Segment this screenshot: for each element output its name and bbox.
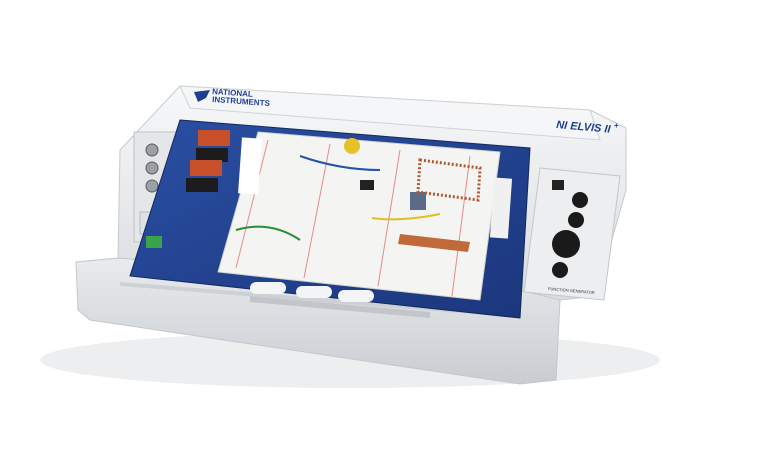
- front-groove-1: [120, 282, 520, 318]
- product-superscript: +: [614, 121, 619, 130]
- ic-chip: [360, 180, 374, 190]
- resistor-array-1: [416, 158, 482, 202]
- knob-small-3: [552, 262, 568, 278]
- eagle-mark-icon: [194, 90, 210, 102]
- jumper-wire-3: [299, 155, 381, 171]
- board-cutout-1: [250, 282, 286, 294]
- seven-segment-display: [410, 192, 426, 210]
- power-switch: [552, 180, 564, 190]
- knob-small-1: [572, 192, 588, 208]
- board-cutout-3: [338, 290, 374, 302]
- prototyping-board: [129, 119, 531, 319]
- product-title: NI ELVIS II +: [556, 119, 619, 136]
- board-cutout-2: [296, 286, 332, 298]
- brand-line2: INSTRUMENTS: [212, 95, 271, 108]
- rear-header: [179, 85, 601, 141]
- function-generator-label: FUNCTION GENERATOR: [548, 286, 595, 295]
- knob-small-2: [568, 212, 584, 228]
- bnc-connector-3: [145, 179, 159, 193]
- right-header-strip: [489, 177, 513, 239]
- brand-logo: NATIONAL INSTRUMENTS: [194, 87, 271, 108]
- connector-black-1: [196, 148, 228, 162]
- jumper-wire-2: [371, 213, 441, 221]
- breadboard: [217, 131, 501, 301]
- product-name: NI ELVIS II: [556, 119, 612, 136]
- brand-line1: NATIONAL: [212, 87, 253, 99]
- right-control-panel: FUNCTION GENERATOR: [523, 167, 621, 301]
- resistor-array-2: [398, 234, 470, 252]
- green-terminal: [146, 236, 162, 248]
- jumper-wire-1: [235, 225, 301, 241]
- bnc-connector-1: [145, 143, 159, 157]
- bnc-connector-2: [145, 161, 159, 175]
- connector-black-2: [186, 178, 218, 192]
- connector-orange-1: [198, 130, 230, 146]
- connector-orange-2: [190, 160, 222, 176]
- front-groove-2: [250, 296, 430, 318]
- left-header-strip: [238, 137, 262, 195]
- knob-large: [552, 230, 580, 258]
- buzzer-component: [344, 138, 360, 154]
